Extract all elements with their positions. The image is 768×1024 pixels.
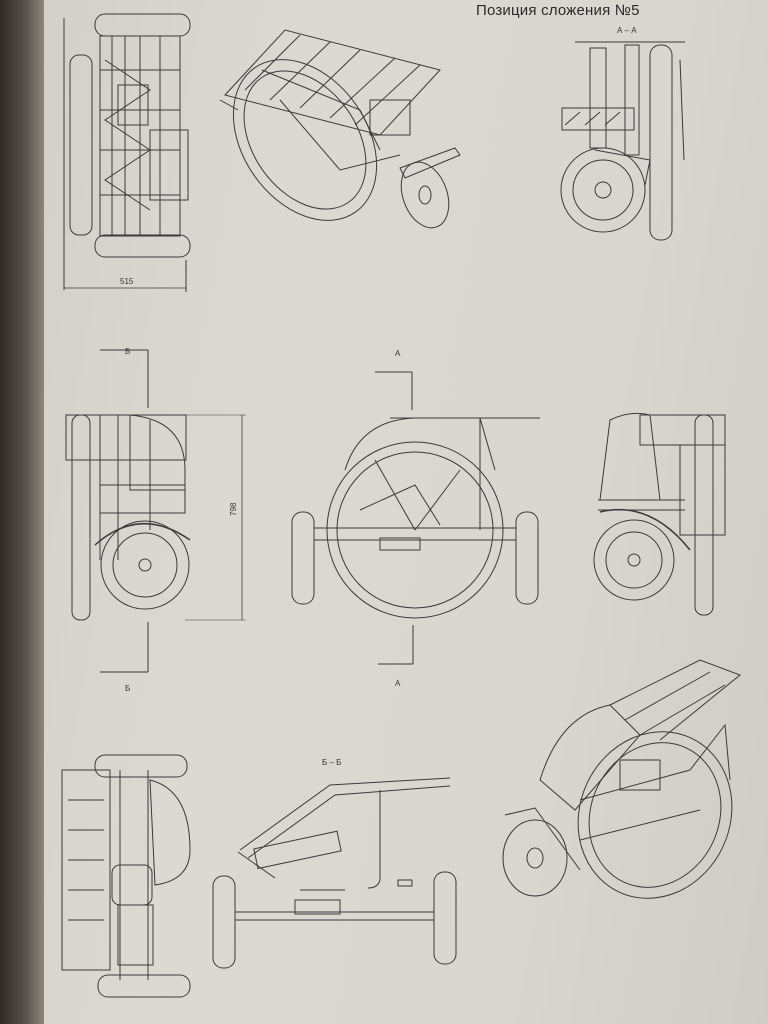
cut-b-bottom-label: Б	[125, 684, 131, 693]
cut-b-top-label: Б	[125, 347, 131, 356]
bottom-view-left	[62, 755, 190, 997]
cut-a-bottom-label: А	[395, 679, 401, 688]
view-top-left	[64, 14, 190, 292]
dimension-width-label: 515	[120, 277, 134, 286]
book-page	[44, 0, 768, 1024]
side-view-left	[66, 350, 246, 672]
iso-view-top	[204, 30, 460, 248]
section-b-b-view	[213, 778, 456, 968]
page-title: Позиция сложения №5	[476, 2, 640, 19]
front-view-center	[292, 372, 540, 664]
cut-a-top-label: А	[395, 349, 401, 358]
iso-view-bottom	[503, 660, 759, 924]
section-b-b-label: Б – Б	[322, 758, 342, 767]
section-a-a-label: А – А	[617, 26, 637, 35]
section-a-a-view	[561, 42, 685, 240]
book-gutter	[0, 0, 44, 1024]
side-view-right	[594, 413, 725, 615]
